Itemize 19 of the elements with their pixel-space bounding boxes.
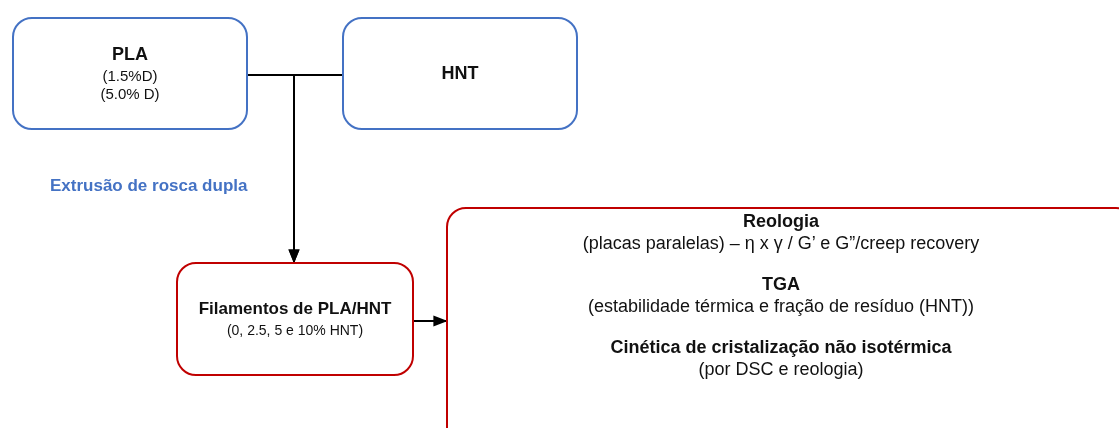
arrow [413,315,448,327]
body-text: (placas paralelas) – η x γ / G’ e G”/creep recovery [582,232,980,255]
heading-text: Filamentos de PLA/HNT [198,299,392,320]
process-box [176,262,414,376]
heading-text: Cinética de cristalização não isotérmica [610,337,952,359]
material-box [12,17,248,130]
arrow [288,74,343,264]
body-text: (estabilidade térmica e fração de resíduo (HNT)) [587,295,975,318]
heading-text: Reologia [743,211,819,233]
material-box [342,17,578,130]
body-text: (5.0% D) [100,85,160,104]
process-label: Extrusão de rosca dupla [50,176,248,196]
heading-text: PLA [112,43,148,66]
body-text: (por DSC e reologia) [698,358,864,381]
heading-text: TGA [762,274,800,296]
analysis-box [446,207,1119,428]
body-text: (0, 2.5, 5 e 10% HNT) [226,321,364,339]
heading-text: HNT [441,62,479,85]
body-text: (1.5%D) [102,67,158,86]
